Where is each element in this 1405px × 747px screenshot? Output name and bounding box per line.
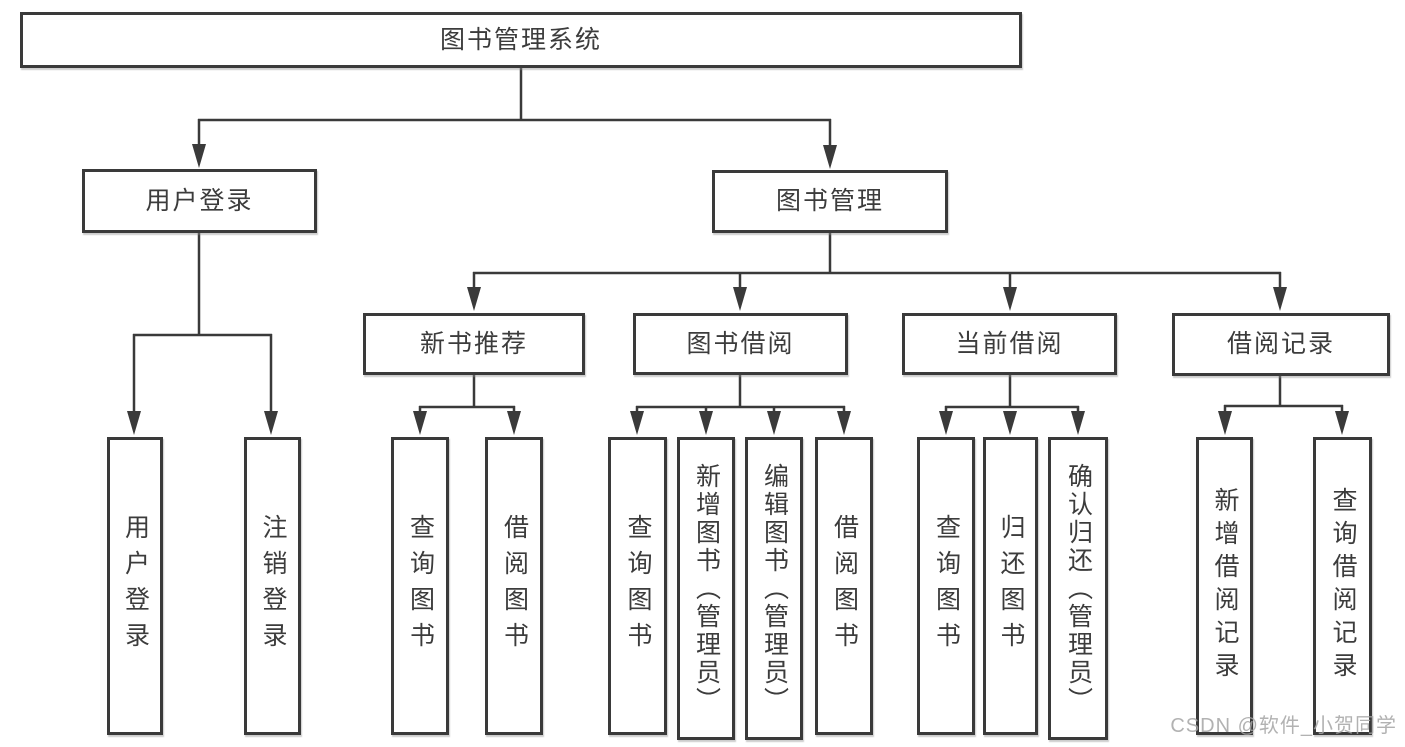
node-current-borrowing-label: 当前借阅	[955, 329, 1064, 358]
leaf-add-book-admin: 新增图书（管理员）	[677, 437, 735, 740]
node-borrowing-records: 借阅记录	[1172, 313, 1390, 376]
csdn-watermark: CSDN @软件_小贺同学	[1170, 715, 1397, 737]
node-borrowing-records-label: 借阅记录	[1226, 330, 1335, 358]
node-new-book-recommendation-label: 新书推荐	[419, 329, 528, 358]
leaf-borrow-book-borrowing-label: 借阅图书	[830, 514, 859, 658]
node-book-borrowing: 图书借阅	[633, 313, 848, 375]
leaf-confirm-return-admin-label: 确认归还（管理员）	[1064, 462, 1093, 715]
leaf-borrow-book-recommend: 借阅图书	[485, 437, 543, 735]
node-user-login: 用户登录	[82, 169, 317, 233]
leaf-borrow-book-borrowing: 借阅图书	[815, 437, 873, 735]
leaf-confirm-return-admin: 确认归还（管理员）	[1048, 437, 1108, 740]
leaf-borrow-book-recommend-label: 借阅图书	[500, 514, 529, 658]
node-current-borrowing: 当前借阅	[902, 313, 1117, 375]
node-book-borrowing-label: 图书借阅	[686, 329, 795, 358]
leaf-query-borrow-record: 查询借阅记录	[1313, 437, 1372, 735]
leaf-query-book-recommend-label: 查询图书	[406, 514, 435, 658]
leaf-add-borrow-record: 新增借阅记录	[1196, 437, 1253, 735]
leaf-user-login-label: 用户登录	[121, 514, 150, 658]
leaf-query-book-recommend: 查询图书	[391, 437, 449, 735]
connector-lines	[132, 68, 1344, 414]
leaf-add-book-admin-label: 新增图书（管理员）	[692, 462, 721, 715]
leaf-query-borrow-record-label: 查询借阅记录	[1329, 487, 1357, 685]
leaf-logout-label: 注销登录	[259, 514, 287, 658]
leaf-query-book-borrowing: 查询图书	[608, 437, 667, 735]
leaf-edit-book-admin: 编辑图书（管理员）	[745, 437, 803, 740]
leaf-query-book-borrowing-label: 查询图书	[624, 514, 652, 658]
leaf-return-book-label: 归还图书	[997, 514, 1025, 658]
leaf-add-borrow-record-label: 新增借阅记录	[1211, 487, 1239, 685]
connector-arrowheads	[127, 144, 1349, 435]
node-library-system: 图书管理系统	[20, 12, 1022, 68]
node-book-management-label: 图书管理	[775, 187, 884, 215]
node-book-management: 图书管理	[712, 170, 948, 233]
leaf-user-login: 用户登录	[107, 437, 163, 735]
node-user-login-label: 用户登录	[145, 186, 254, 215]
node-new-book-recommendation: 新书推荐	[363, 313, 585, 375]
leaf-logout: 注销登录	[244, 437, 301, 735]
leaf-query-book-current: 查询图书	[917, 437, 975, 735]
node-library-system-label: 图书管理系统	[439, 25, 602, 54]
leaf-return-book: 归还图书	[983, 437, 1038, 735]
leaf-query-book-current-label: 查询图书	[932, 514, 961, 658]
leaf-edit-book-admin-label: 编辑图书（管理员）	[760, 462, 789, 715]
